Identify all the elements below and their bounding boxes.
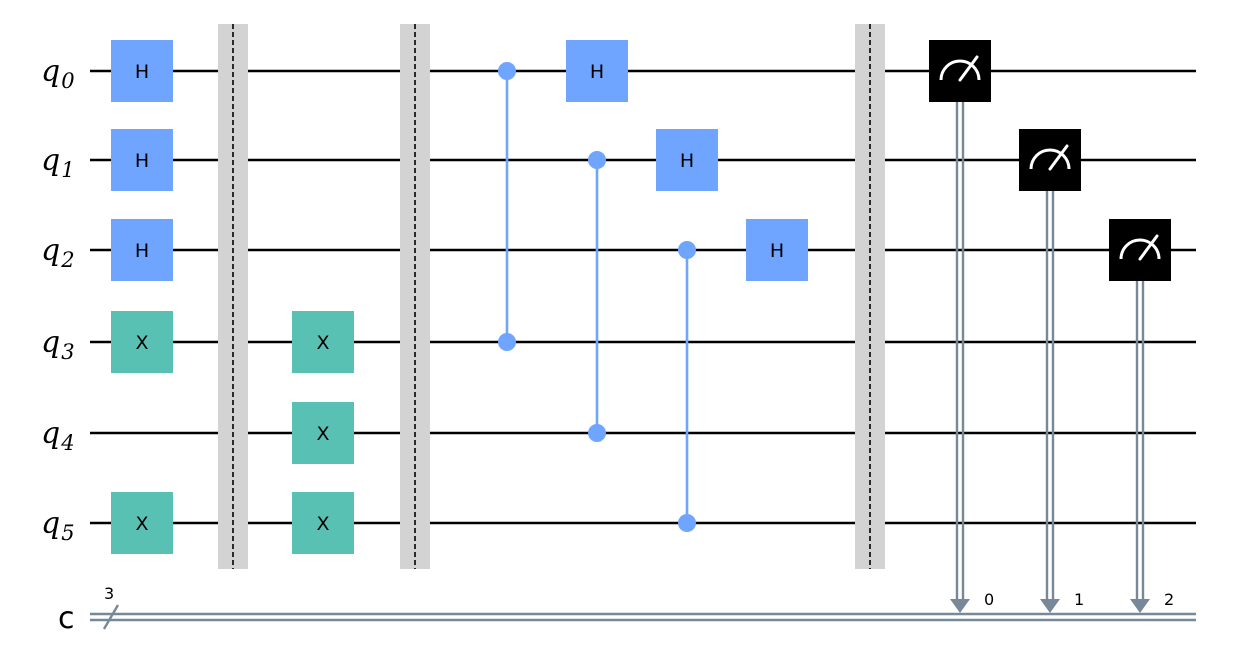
qubit-label-index: 0 [61,69,74,93]
h-gate-q1-c6: H [656,129,718,191]
x-gate-q5-c2: X [292,492,354,554]
x-gate-q4-c2: X [292,402,354,464]
h-gate-q2-c7-label: H [770,240,784,262]
qubit-label-prefix: q [41,143,60,178]
qubit-label-5: q5 [41,506,75,545]
h-gate-q0-c0-label: H [135,61,149,83]
qubit-label-2: q2 [41,233,75,272]
qubit-label-index: 1 [61,158,74,182]
x-gate-q3-c2-label: X [316,332,329,354]
x-gate-q3-c0: X [111,311,173,373]
classical-register-width-label: 3 [104,584,114,603]
h-gate-q2-c7-box [746,219,808,281]
h-gate-q1-c6-label: H [680,150,694,172]
x-gate-q3-c0-box [111,311,173,373]
x-gate-q5-c0: X [111,492,173,554]
h-gate-q1-c0-box [111,129,173,191]
qubit-label-index: 4 [60,431,74,455]
measure-0-box [929,40,991,102]
qubit-label-prefix: q [41,233,60,268]
meter-arc-icon [1029,148,1071,170]
x-gate-q5-c0-label: X [135,513,148,535]
qubit-wires [90,69,1196,525]
qubit-label-index: 3 [61,340,74,364]
classical-register-label: c [58,601,75,636]
measurements: 0 1 2 [929,40,1174,613]
h-gate-q0-c5: H [566,40,628,102]
measure-1-clbit-label: 1 [1074,590,1084,609]
register-bundle-slash [102,604,120,630]
x-gate-q3-c2: X [292,311,354,373]
cz-0-control-dot-1 [498,333,516,351]
cz-2-control-dot-0 [678,241,696,259]
cz-0-control-dot-0 [498,62,516,80]
h-gate-q0-c0-box [111,40,173,102]
qubit-label-prefix: q [41,54,60,89]
measure-2-clbit-label: 2 [1164,590,1174,609]
qubit-label-4: q4 [41,416,75,455]
qubit-label-prefix: q [41,506,60,541]
h-gate-q0-c5-box [566,40,628,102]
x-gate-q3-c2-box [292,311,354,373]
h-gate-q2-c0: H [111,219,173,281]
qubit-label-index: 2 [60,248,74,272]
h-gate-q0-c0: H [111,40,173,102]
h-gate-q1-c0-label: H [135,150,149,172]
measure-q1: 1 [1019,129,1084,613]
barriers [218,24,885,569]
x-gate-q3-c0-label: X [135,332,148,354]
controlled-z-gates [498,62,696,532]
cz-1-control-dot-0 [588,151,606,169]
x-gate-q5-c2-box [292,492,354,554]
measure-1-box [1019,129,1081,191]
cz-2-control-dot-1 [678,514,696,532]
qubit-label-1: q1 [41,143,75,182]
measure-2-box [1109,219,1171,281]
x-gate-q5-c0-box [111,492,173,554]
h-gate-q2-c7: H [746,219,808,281]
x-gate-q4-c2-label: X [316,423,329,445]
h-gate-q1-c6-box [656,129,718,191]
classical-wire-group [90,604,1196,630]
meter-needle-icon [958,55,979,82]
meter-needle-icon [1048,144,1069,171]
meter-arc-icon [1119,238,1161,260]
h-gate-q2-c0-label: H [135,240,149,262]
qubit-label-0: q0 [41,54,75,93]
qubit-label-index: 5 [61,521,74,545]
h-gate-q1-c0: H [111,129,173,191]
measure-0-arrowhead [950,599,970,613]
qubit-label-prefix: q [41,416,60,451]
single-qubit-gates: H H H X X X X X H H H [111,40,808,554]
h-gate-q2-c0-box [111,219,173,281]
h-gate-q0-c5-label: H [590,61,604,83]
measure-2-arrowhead [1130,599,1150,613]
measure-q0: 0 [929,40,994,613]
measure-0-clbit-label: 0 [984,590,994,609]
x-gate-q5-c2-label: X [316,513,329,535]
measure-q2: 2 [1109,219,1174,613]
meter-arc-icon [939,59,981,81]
qubit-label-3: q3 [41,325,75,364]
measure-1-arrowhead [1040,599,1060,613]
meter-needle-icon [1138,234,1159,261]
x-gate-q4-c2-box [292,402,354,464]
qubit-label-prefix: q [41,325,60,360]
cz-1-control-dot-1 [588,424,606,442]
